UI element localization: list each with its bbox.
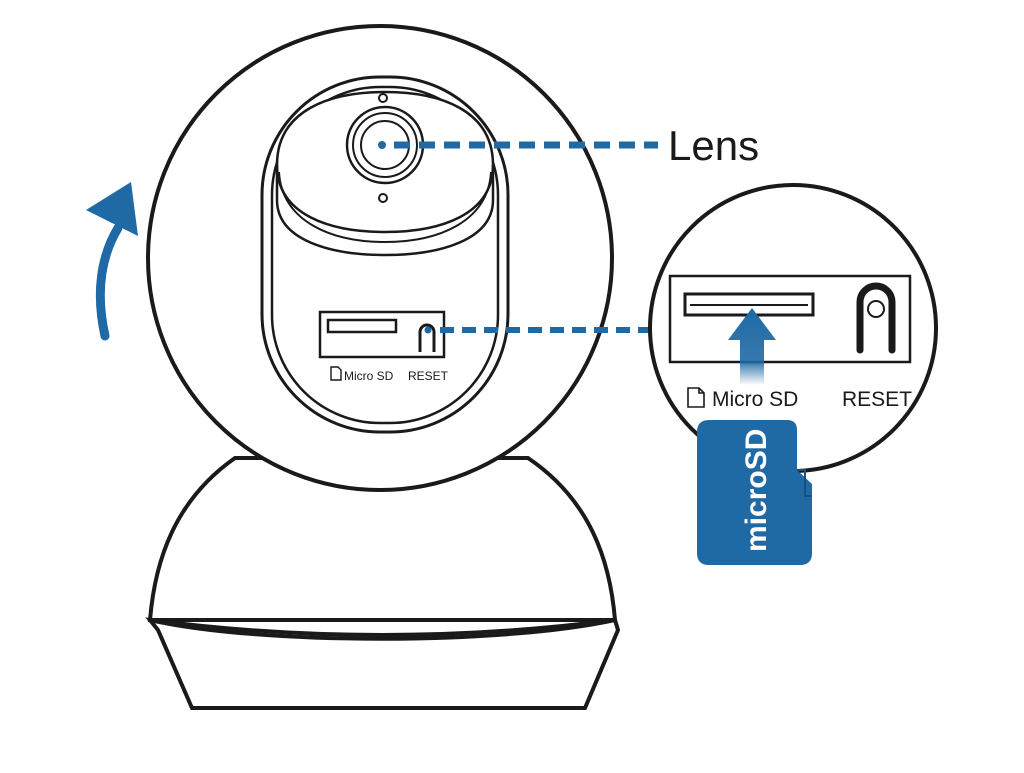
lens-label: Lens [668,122,759,169]
microsd-card: microSD [697,420,812,565]
micro-sd-label-zoom: Micro SD [712,388,798,411]
microsd-card-text: microSD [740,429,773,552]
rotate-arrow-icon [86,182,138,341]
reset-label-small: RESET [408,369,449,383]
zoom-inset: Micro SD RESET [648,183,938,473]
camera-base [145,456,621,710]
camera-head: Micro SD RESET [146,24,614,492]
reset-label-zoom: RESET [842,388,912,411]
file-icon [687,387,705,408]
micro-sd-label-small: Micro SD [344,369,394,383]
bottom-sensor-dot [378,193,388,203]
top-sensor-dot [378,93,388,103]
slot-callout [424,326,660,334]
slot-panel [318,310,446,359]
lens-callout: Lens [378,122,759,169]
insert-arrow-icon [728,308,776,385]
zoom-reset-button [856,282,896,354]
file-icon [330,366,342,381]
